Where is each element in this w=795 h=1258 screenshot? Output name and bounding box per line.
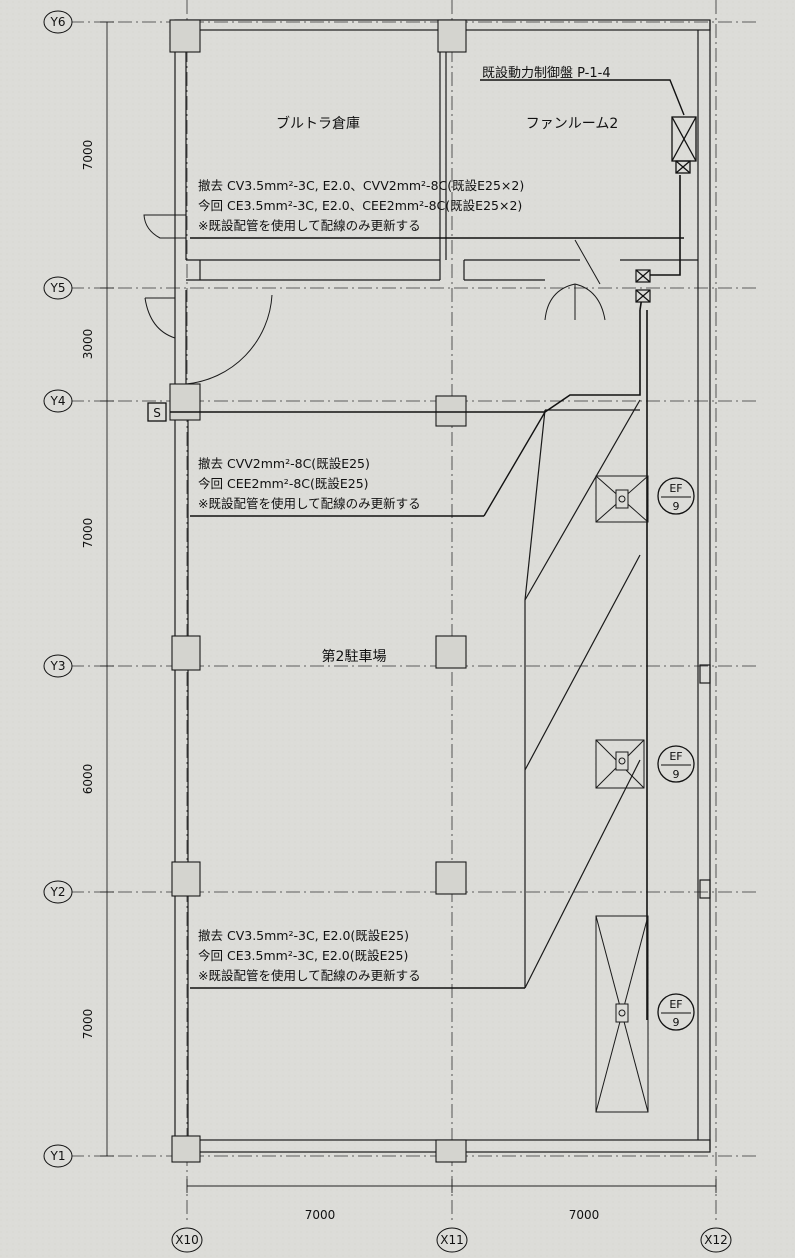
panel-label: 既設動力制御盤 P-1-4 xyxy=(482,65,611,81)
wiring-note-3: 撤去 CV3.5mm²-3C, E2.0(既設E25) 今回 CE3.5mm²-… xyxy=(198,928,421,983)
bubble-x10: X10 xyxy=(171,1227,203,1253)
bubble-y6: Y6 xyxy=(43,10,73,34)
note3-line3: ※既設配管を使用して配線のみ更新する xyxy=(198,968,421,983)
note3-line1: 撤去 CV3.5mm²-3C, E2.0(既設E25) xyxy=(198,928,409,943)
fan-tag-1-top: EF xyxy=(669,482,682,495)
note-leaders xyxy=(190,79,685,989)
doors xyxy=(143,214,606,385)
dim-x11-x12: 7000 xyxy=(569,1208,600,1222)
switch-box: S xyxy=(147,402,167,422)
note1-line1: 撤去 CV3.5mm²-3C, E2.0、CVV2mm²-8C(既設E25×2) xyxy=(198,178,524,193)
bubble-x12: X12 xyxy=(700,1227,732,1253)
bubble-y3: Y3 xyxy=(43,654,73,678)
control-panel-symbol xyxy=(671,116,697,174)
fan-tag-1-bottom: 9 xyxy=(673,500,680,513)
note1-line2: 今回 CE3.5mm²-3C, E2.0、CEE2mm²-8C(既設E25×2) xyxy=(198,198,522,213)
wiring-note-1: 撤去 CV3.5mm²-3C, E2.0、CVV2mm²-8C(既設E25×2)… xyxy=(198,178,524,233)
bubble-y5: Y5 xyxy=(43,276,73,300)
bubble-y4: Y4 xyxy=(43,389,73,413)
fan-unit-2 xyxy=(595,739,645,789)
wiring xyxy=(170,175,681,1020)
svg-text:Y5: Y5 xyxy=(50,281,66,295)
svg-text:Y4: Y4 xyxy=(50,394,66,408)
svg-text:X11: X11 xyxy=(440,1233,464,1247)
col-bubbles: X10 X11 X12 xyxy=(171,1227,732,1253)
svg-text:Y6: Y6 xyxy=(50,15,66,29)
dim-y4-y3: 7000 xyxy=(81,518,95,549)
bubble-y2: Y2 xyxy=(43,880,73,904)
wiring-note-2: 撤去 CVV2mm²-8C(既設E25) 今回 CEE2mm²-8C(既設E25… xyxy=(198,456,421,511)
svg-text:Y1: Y1 xyxy=(50,1149,66,1163)
fan-tag-3-bottom: 9 xyxy=(673,1016,680,1029)
fan-tag-3-top: EF xyxy=(669,998,682,1011)
svg-text:X12: X12 xyxy=(704,1233,728,1247)
bubble-x11: X11 xyxy=(436,1227,468,1253)
col-dimensions: 7000 7000 xyxy=(305,1208,600,1222)
room-label-fan-room: ファンルーム2 xyxy=(526,116,619,132)
room-label-parking: 第2駐車場 xyxy=(322,648,387,665)
dimension-lines xyxy=(100,21,717,1193)
dim-y2-y1: 7000 xyxy=(81,1009,95,1040)
fan-tag-2: EF 9 xyxy=(657,745,695,783)
dim-y5-y4: 3000 xyxy=(81,329,95,360)
fan-unit-1 xyxy=(595,475,649,523)
svg-text:Y3: Y3 xyxy=(50,659,66,673)
ramp-lines xyxy=(524,399,641,989)
note2-line3: ※既設配管を使用して配線のみ更新する xyxy=(198,496,421,511)
junction-boxes xyxy=(635,269,651,303)
columns xyxy=(169,19,467,1163)
note2-line1: 撤去 CVV2mm²-8C(既設E25) xyxy=(198,456,370,471)
svg-text:Y2: Y2 xyxy=(50,885,66,899)
fan-tag-2-top: EF xyxy=(669,750,682,763)
dim-y3-y2: 6000 xyxy=(81,764,95,795)
svg-text:X10: X10 xyxy=(175,1233,199,1247)
room-label-storage: ブルトラ倉庫 xyxy=(276,115,360,132)
bubble-y1: Y1 xyxy=(43,1144,73,1168)
fan-tag-3: EF 9 xyxy=(657,993,695,1031)
fan-unit-3 xyxy=(595,915,649,1113)
switch-label: S xyxy=(153,406,161,420)
note3-line2: 今回 CE3.5mm²-3C, E2.0(既設E25) xyxy=(198,948,408,963)
row-dimensions: 7000 3000 7000 6000 7000 xyxy=(81,140,95,1040)
fan-tag-1: EF 9 xyxy=(657,477,695,515)
dim-x10-x11: 7000 xyxy=(305,1208,336,1222)
dim-y6-y5: 7000 xyxy=(81,140,95,171)
note1-line3: ※既設配管を使用して配線のみ更新する xyxy=(198,218,421,233)
row-bubbles: Y6 Y5 Y4 Y3 Y2 Y1 xyxy=(43,10,73,1168)
fan-tag-2-bottom: 9 xyxy=(673,768,680,781)
note2-line2: 今回 CEE2mm²-8C(既設E25) xyxy=(198,476,369,491)
